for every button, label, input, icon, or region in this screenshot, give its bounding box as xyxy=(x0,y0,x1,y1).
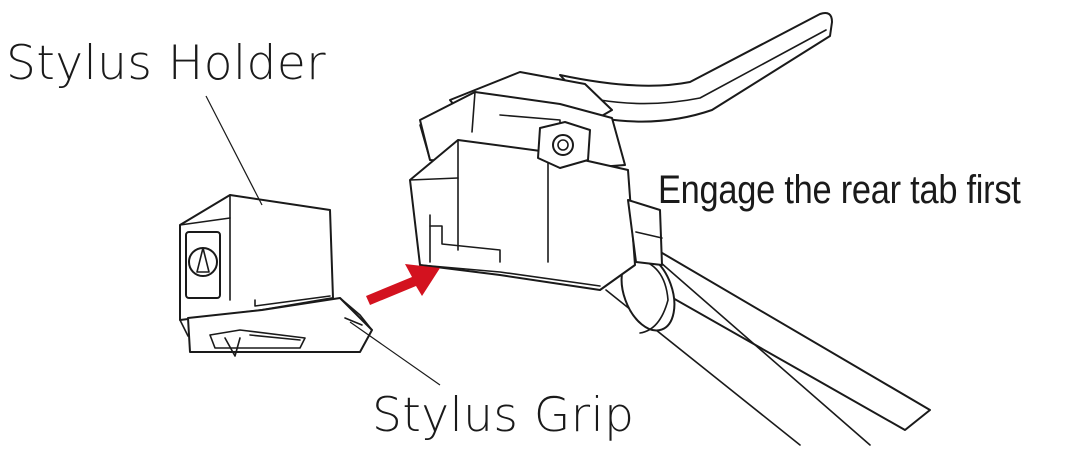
stylus-holder-leader xyxy=(205,95,263,206)
stylus-grip-leader xyxy=(349,321,441,386)
stylus-grip-label: Stylus Grip xyxy=(372,388,635,443)
stylus-holder-part xyxy=(179,194,334,337)
insert-direction-arrow xyxy=(366,264,440,305)
finger-lift xyxy=(559,12,833,123)
stylus-holder-label: Stylus Holder xyxy=(6,36,327,91)
instruction-label: Engage the rear tab first xyxy=(658,168,1021,212)
tonearm-tube xyxy=(605,239,931,446)
tonearm-assembly xyxy=(409,12,931,446)
stylus-grip-part xyxy=(187,297,373,357)
cartridge-body xyxy=(409,121,663,291)
stylus-assembly xyxy=(179,194,373,357)
